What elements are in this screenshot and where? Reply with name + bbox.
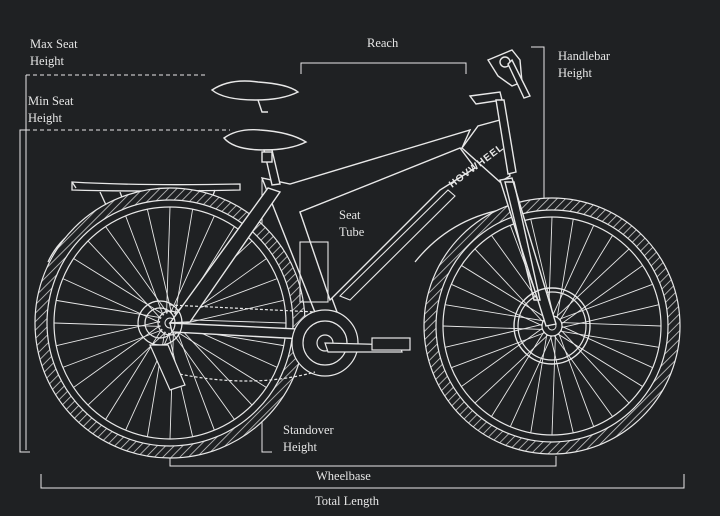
spoke	[509, 335, 552, 427]
spoke	[530, 334, 548, 433]
spoke	[554, 335, 613, 417]
spoke	[461, 265, 547, 319]
spoke	[561, 304, 660, 328]
spoke	[451, 332, 545, 369]
spoke	[550, 335, 574, 434]
total-length-label: Total Length	[315, 494, 380, 508]
spoke	[491, 331, 545, 417]
spoke	[442, 325, 543, 330]
spoke	[552, 225, 595, 317]
min-seat-bracket	[19, 129, 30, 453]
min-seat-height-label: Min Seat Height	[28, 94, 74, 125]
spoke	[556, 219, 574, 318]
spoke	[530, 218, 554, 317]
spoke	[451, 283, 543, 326]
wheelbase-bracket	[169, 456, 557, 467]
spoke	[555, 248, 630, 318]
spoke	[53, 322, 161, 327]
spoke	[170, 215, 215, 314]
spoke	[551, 335, 556, 436]
spoke	[444, 324, 543, 348]
spoke	[178, 326, 253, 406]
total-length-bracket	[40, 474, 685, 489]
spoke	[179, 299, 284, 325]
drivetrain	[137, 287, 591, 391]
spoke	[87, 240, 162, 320]
spoke	[461, 328, 543, 387]
handlebar-assembly	[468, 49, 531, 175]
front-wheel	[423, 197, 681, 455]
seat-tube-label: Seat Tube	[339, 208, 365, 239]
spoke	[559, 235, 613, 321]
reach-label: Reach	[367, 36, 399, 50]
spoke	[125, 215, 164, 316]
handlebar-height-label: Handlebar Height	[558, 49, 611, 80]
standover-height-label: Standover Height	[283, 423, 334, 454]
seats	[210, 80, 308, 186]
spoke	[176, 330, 215, 431]
bike-frame	[168, 119, 557, 341]
spoke	[445, 304, 544, 322]
spoke	[62, 278, 161, 323]
max-seat-height-label: Max Seat Height	[30, 37, 78, 68]
spoke	[561, 322, 662, 327]
spoke	[561, 265, 643, 324]
spoke	[558, 333, 595, 427]
spoke	[62, 329, 163, 368]
spoke	[557, 333, 643, 387]
spoke	[474, 334, 549, 404]
spoke	[560, 330, 659, 348]
wheelbase-label: Wheelbase	[316, 469, 371, 483]
spoke	[559, 283, 653, 320]
spoke	[474, 248, 544, 323]
spoke	[166, 206, 171, 314]
reach-bracket	[300, 62, 467, 74]
spoke	[560, 329, 630, 404]
spoke	[561, 326, 653, 369]
